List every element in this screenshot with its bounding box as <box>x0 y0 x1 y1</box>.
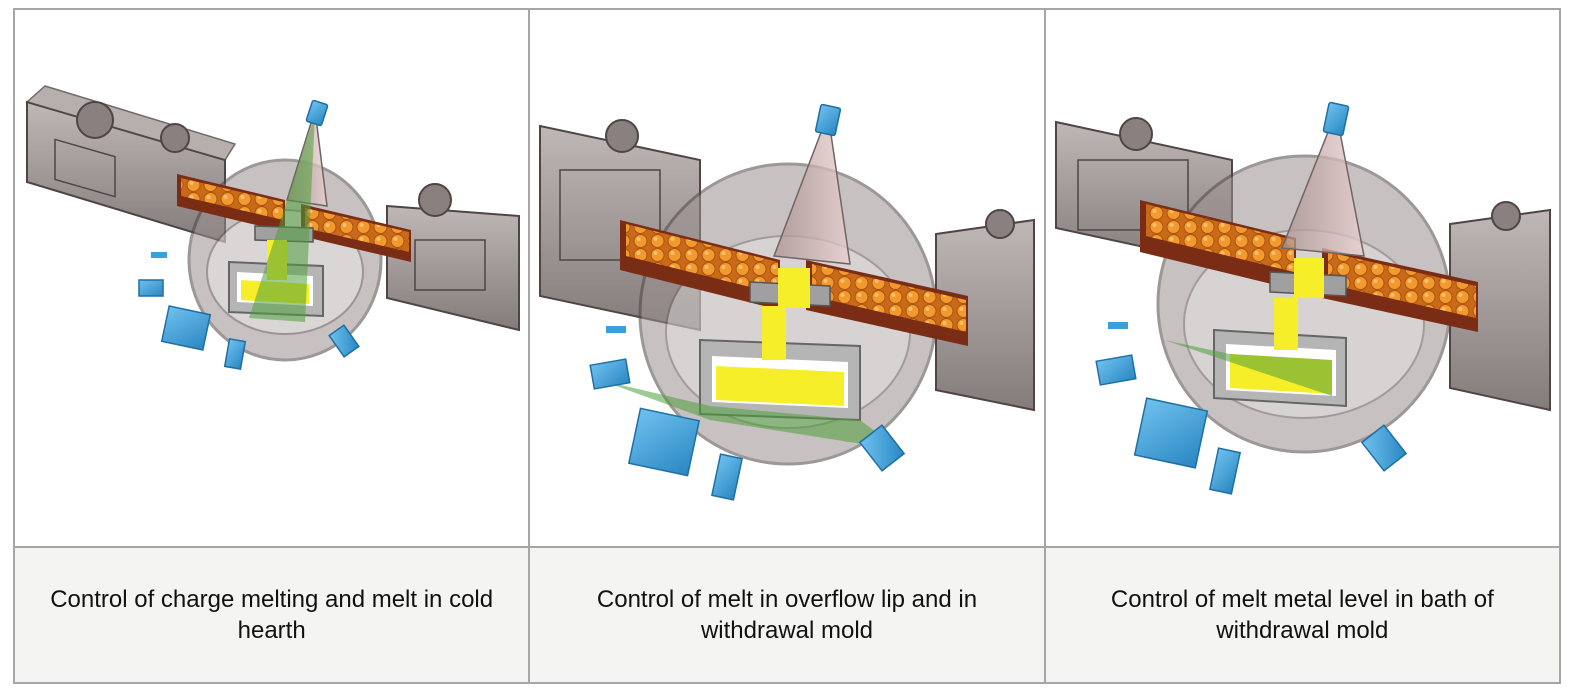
charge-bar-left <box>1139 200 1296 290</box>
sensor-box <box>160 305 212 351</box>
furnace-illustration-level <box>1054 101 1551 495</box>
right-chamber <box>386 183 520 332</box>
sensor-box <box>1133 397 1208 469</box>
measurement-beam <box>1163 340 1332 396</box>
sensor-box <box>223 337 247 371</box>
camera-sensor <box>1322 101 1349 137</box>
sensor-box <box>589 358 632 390</box>
illustration-row <box>12 8 1562 548</box>
sensor-box <box>1094 354 1137 386</box>
illustration-gallery: Control of charge melting and melt in co… <box>12 8 1562 684</box>
measurement-beam <box>249 114 315 322</box>
sensor-box <box>328 324 360 358</box>
sensor-box <box>1360 424 1407 472</box>
right-chamber <box>1448 201 1551 412</box>
left-chamber <box>25 85 237 244</box>
caption-row: Control of charge melting and melt in co… <box>12 546 1562 684</box>
charge-bar-right <box>806 260 969 346</box>
sensor-box <box>1208 447 1241 495</box>
charge-bar-left <box>620 220 781 310</box>
panel-3-caption: Control of melt metal level in bath of w… <box>1110 586 1494 644</box>
panel-3-image-cell <box>1043 8 1562 548</box>
sensor-box <box>138 279 164 297</box>
camera-cone <box>773 111 852 265</box>
panel-1-image-cell <box>12 8 531 548</box>
charge-bar-right <box>301 204 411 262</box>
charge-bar-left <box>177 174 285 232</box>
camera-sensor <box>815 103 842 137</box>
furnace-illustration-overflow <box>539 103 1036 501</box>
furnace-illustration-hearth <box>25 85 520 371</box>
camera-sensor <box>305 99 329 127</box>
measurement-beam <box>600 380 901 450</box>
panel-2-caption: Control of melt in overflow lip and in w… <box>596 586 978 644</box>
panel-1-caption-cell: Control of charge melting and melt in co… <box>12 546 531 684</box>
sensor-box <box>711 453 744 501</box>
panel-2-caption-cell: Control of melt in overflow lip and in w… <box>528 546 1046 684</box>
panel-3-caption-cell: Control of melt metal level in bath of w… <box>1043 546 1562 684</box>
sensor-box <box>859 424 906 472</box>
camera-cone <box>1280 109 1365 257</box>
sensor-box <box>628 407 701 477</box>
panel-2-image-cell <box>528 8 1046 548</box>
charge-bar-right <box>1321 248 1478 332</box>
panel-1-caption: Control of charge melting and melt in co… <box>50 586 494 644</box>
